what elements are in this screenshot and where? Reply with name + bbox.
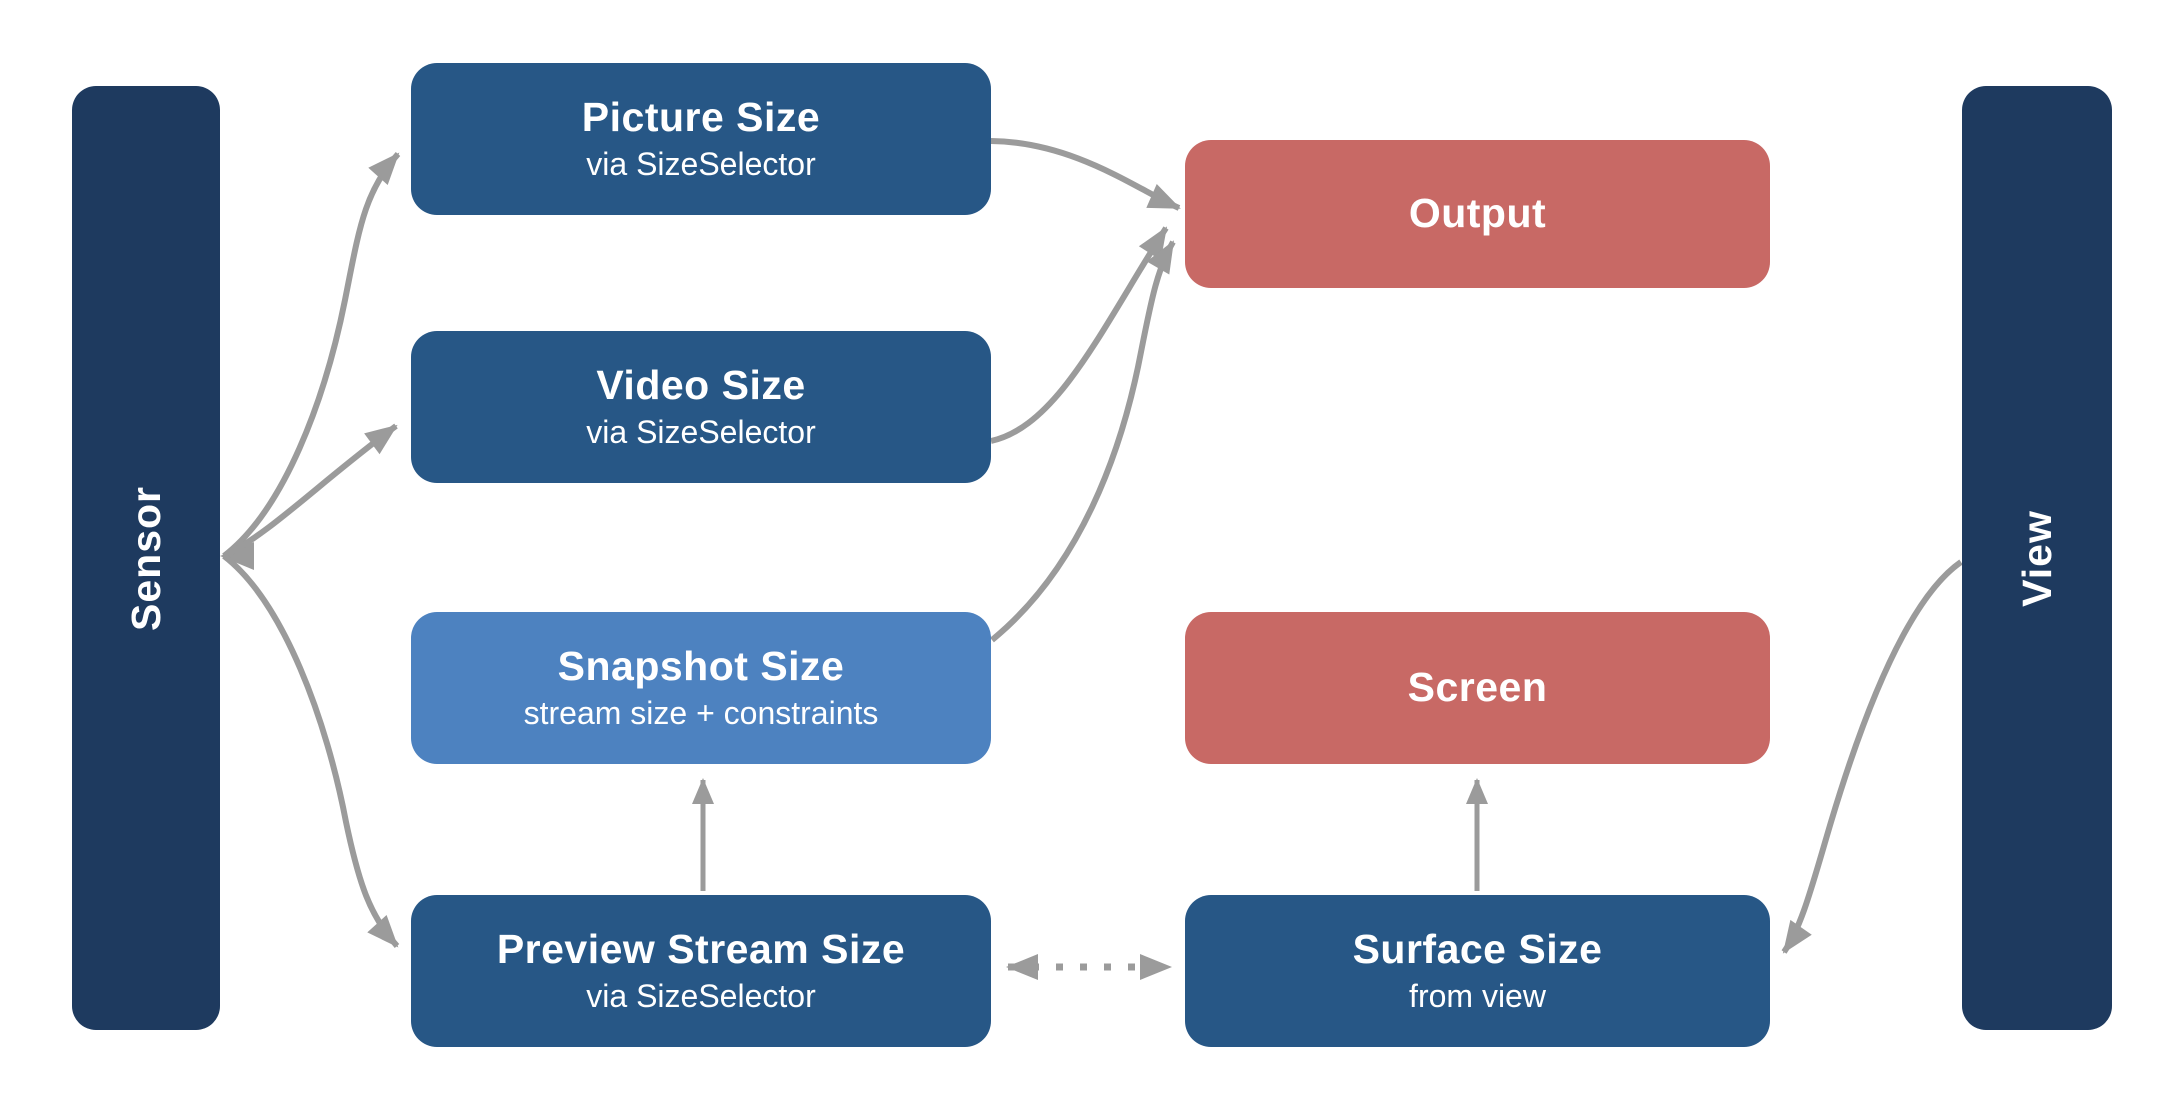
video-size-title: Video Size [596,362,806,409]
arrow-view-to-surface-size [1781,559,1963,954]
arrow-sensor-to-picture-size [222,152,401,559]
preview-stream-size-title: Preview Stream Size [496,926,906,973]
screen-title: Screen [1407,664,1548,711]
sensor-fan-origin-icon [220,542,254,570]
arrow-sensor-to-preview-stream-size [222,553,400,949]
video-size-node: Video Size via SizeSelector [411,331,991,483]
arrow-picture-size-to-output [990,138,1181,211]
view-bar-label: View [2013,509,2060,607]
preview-stream-size-node: Preview Stream Size via SizeSelector [411,895,991,1047]
snapshot-size-title: Snapshot Size [557,643,845,690]
surface-size-node: Surface Size from view [1185,895,1770,1047]
surface-size-title: Surface Size [1352,926,1603,973]
arrow-video-size-to-output [990,226,1169,444]
output-title: Output [1408,190,1547,237]
preview-stream-size-subtitle: via SizeSelector [586,978,816,1015]
sensor-bar-label: Sensor [122,485,169,631]
picture-size-subtitle: via SizeSelector [586,146,816,183]
screen-node: Screen [1185,612,1770,764]
arrow-snapshot-size-to-output [990,240,1176,643]
video-size-subtitle: via SizeSelector [586,414,816,451]
sensor-bar: Sensor [72,86,220,1030]
arrow-sensor-to-video-size [222,423,398,559]
picture-size-title: Picture Size [581,94,821,141]
view-bar: View [1962,86,2112,1030]
surface-size-subtitle: from view [1409,978,1546,1015]
output-node: Output [1185,140,1770,288]
snapshot-size-node: Snapshot Size stream size + constraints [411,612,991,764]
picture-size-node: Picture Size via SizeSelector [411,63,991,215]
snapshot-size-subtitle: stream size + constraints [523,695,879,732]
